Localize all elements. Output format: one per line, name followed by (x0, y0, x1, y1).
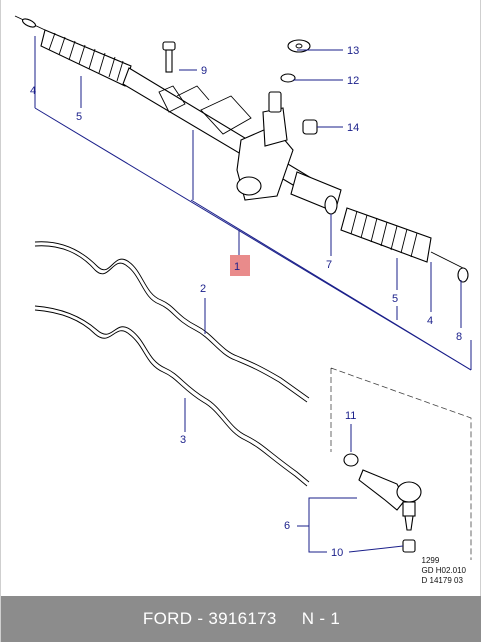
right-tie-rod (430, 251, 464, 269)
leader-lines (34, 36, 472, 553)
left-bellows-boot (40, 29, 132, 87)
cap-part-14 (302, 119, 318, 135)
outer-tie-rod-end (343, 453, 422, 553)
callout-5-right: 5 (392, 293, 398, 305)
washer-part-13 (287, 39, 311, 53)
boot-clamp (324, 195, 338, 215)
pipe-part-3 (34, 305, 310, 487)
callout-4-right: 4 (427, 315, 433, 327)
drawing-reference: 1299 GD H02.010 D 14179 03 (422, 556, 466, 586)
reference-line-3: D 14179 03 (421, 576, 463, 585)
callout-12: 12 (347, 75, 359, 87)
callout-2: 2 (200, 283, 206, 295)
callout-13: 13 (347, 45, 359, 57)
footer-gap (277, 609, 302, 629)
footer-separator: - (192, 609, 209, 628)
steering-rack-assembly (14, 15, 469, 283)
right-tie-rod-nut (457, 267, 469, 283)
callout-5-left: 5 (76, 111, 82, 123)
exploded-parts-diagram: 1 2 3 4 4 5 5 6 7 8 9 10 11 12 13 14 (14, 15, 472, 560)
callout-4-left: 4 (30, 85, 36, 97)
footer-part-number: 3916173 (208, 609, 277, 628)
pipe-part-2 (34, 241, 310, 403)
callout-labels: 1 2 3 4 4 5 5 6 7 8 9 10 11 12 13 14 (30, 45, 462, 559)
callout-1: 1 (234, 261, 240, 273)
bolt-part-9 (162, 41, 176, 73)
reference-line-1: 1299 (421, 556, 440, 565)
callout-6: 6 (284, 520, 290, 532)
nut-part-10 (402, 539, 416, 553)
reference-line-2: GD H02.010 (421, 566, 466, 575)
callout-3: 3 (180, 434, 186, 446)
footer-quantity: N - 1 (301, 609, 341, 628)
callout-10: 10 (331, 547, 343, 559)
nut-part-11 (343, 453, 359, 467)
nut-part-12 (280, 73, 296, 83)
callout-11: 11 (345, 410, 356, 422)
callout-7: 7 (326, 259, 332, 271)
pinion-valve-body (158, 85, 294, 201)
left-tie-rod-nut (21, 18, 37, 28)
callout-14: 14 (347, 122, 359, 134)
part-info-footer: FORD - 3916173 N - 1 (1, 596, 481, 642)
callout-8: 8 (456, 331, 462, 343)
highlight-box-part-1 (230, 255, 250, 276)
callout-9: 9 (201, 65, 207, 77)
right-bellows-boot (340, 207, 432, 263)
footer-brand: FORD (142, 609, 193, 628)
group-boundary (330, 367, 472, 560)
